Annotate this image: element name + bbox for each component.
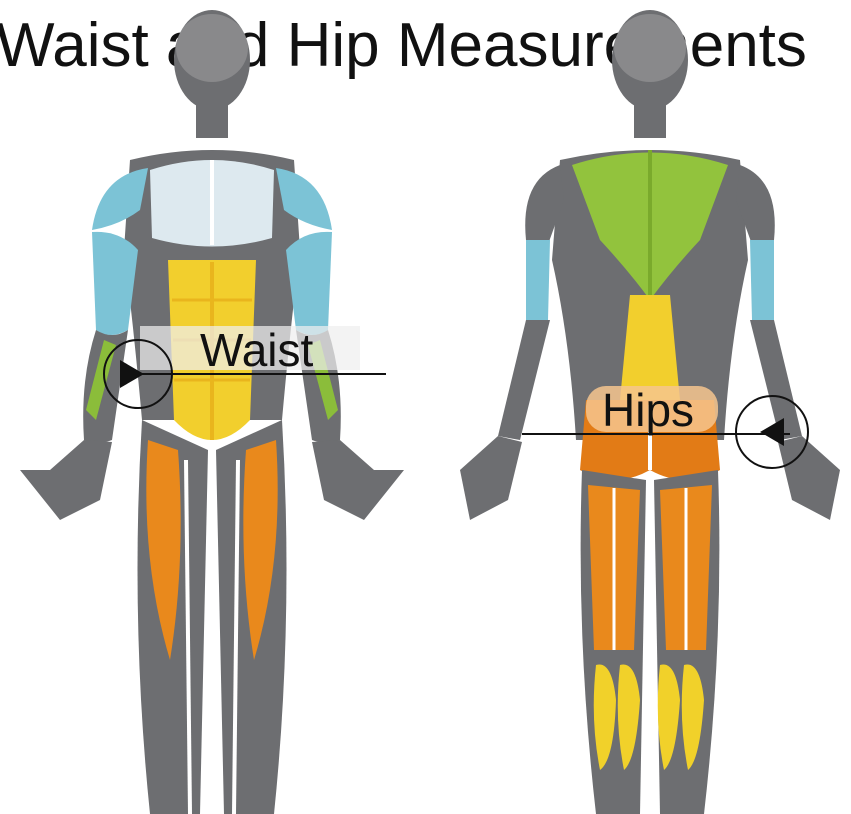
front-neck — [196, 98, 228, 138]
front-body-figure — [20, 10, 404, 814]
front-left-biceps — [92, 232, 138, 335]
front-right-biceps — [286, 232, 332, 335]
waist-label: Waist — [200, 324, 314, 376]
front-right-hand — [312, 440, 404, 520]
front-left-hand — [20, 440, 112, 520]
back-left-triceps — [526, 240, 550, 320]
back-right-hand — [778, 436, 840, 520]
hips-label: Hips — [602, 384, 694, 436]
back-neck — [634, 98, 666, 138]
back-left-forearm — [498, 320, 550, 440]
back-right-triceps — [750, 240, 774, 320]
back-left-hand — [460, 436, 522, 520]
left-arrow-marker-icon — [760, 418, 784, 446]
back-right-forearm — [750, 320, 802, 440]
